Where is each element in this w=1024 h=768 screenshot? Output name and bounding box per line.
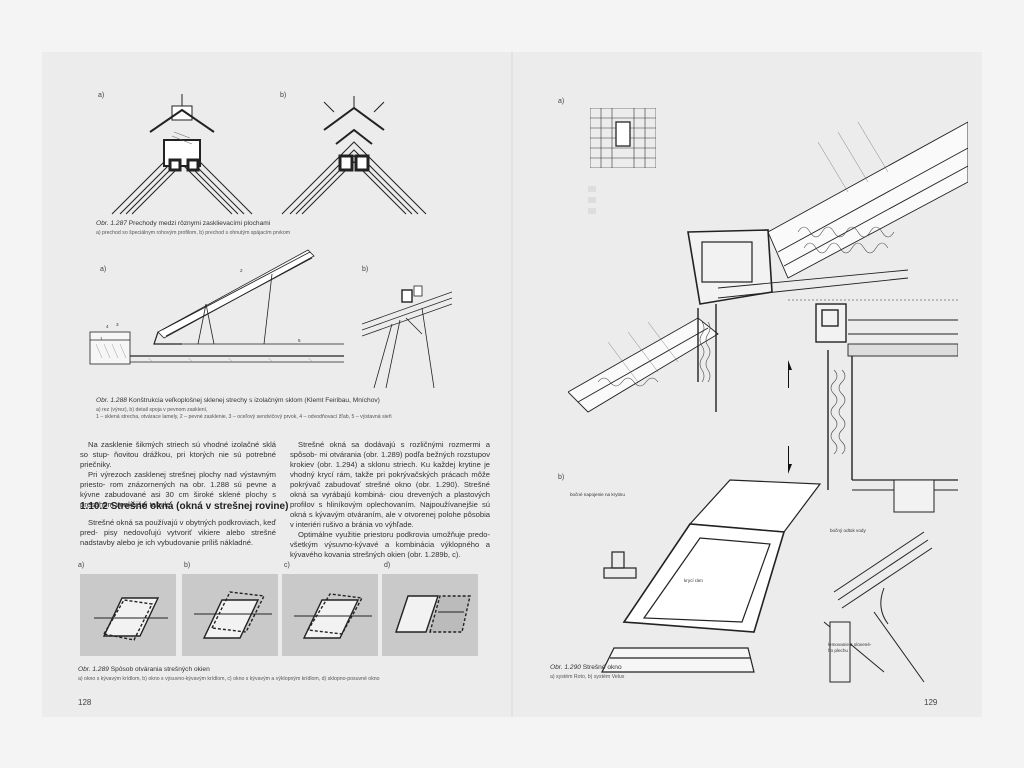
page-number-left: 128 bbox=[78, 698, 92, 707]
body-paragraph: Na zasklenie šikmých striech sú vhodné i… bbox=[80, 440, 276, 469]
fig289-label-c: c) bbox=[284, 562, 290, 569]
body-column-1b: Strešné okná sa používajú v obytných pod… bbox=[80, 518, 276, 548]
body-column-2: Strešné okná sa dodávajú s rozličnými ro… bbox=[290, 440, 490, 560]
left-page: a) b) bbox=[42, 52, 512, 717]
fig289-caption: Obr. 1.289 Spôsob otvárania strešných ok… bbox=[78, 666, 210, 673]
fig287-caption-num: Obr. 1.287 bbox=[96, 220, 127, 227]
fig288-caption-sub-1: a) rez (výrez), b) detail spoja v pevnom… bbox=[96, 407, 208, 413]
fig288-callout-3: 3 bbox=[116, 322, 119, 327]
fig288-label-a: a) bbox=[100, 266, 107, 273]
fig290-caption-title: Strešné okno bbox=[582, 664, 622, 671]
fig288-label-b: b) bbox=[362, 266, 369, 273]
fig287-drawing-a bbox=[111, 94, 253, 215]
fig289-label-a: a) bbox=[78, 562, 85, 569]
fig290-annotation-3: bočný odtok vody bbox=[830, 528, 866, 533]
fig289-caption-num: Obr. 1.289 bbox=[78, 666, 109, 673]
fig289-caption-sub: a) okno s kývavým krídlom, b) okno s výs… bbox=[78, 676, 380, 682]
fig288-caption-title: Konštrukcia veľkoplošnej sklenej strechy… bbox=[128, 397, 380, 404]
fig287-drawing-b bbox=[281, 96, 427, 215]
fig290-tile-thumbnail bbox=[590, 108, 656, 168]
fig289-drawing-c bbox=[282, 574, 378, 656]
fig287-label-a: a) bbox=[98, 92, 105, 99]
fig290-caption: Obr. 1.290 Strešné okno bbox=[550, 664, 622, 671]
fig288-caption-sub-2: 1 – sklená strecha, otvárace lamely, 2 –… bbox=[96, 414, 392, 420]
fig288-drawing-b bbox=[362, 285, 452, 388]
legend-swatch bbox=[588, 208, 596, 214]
book-gutter bbox=[511, 52, 513, 717]
fig287-caption: Obr. 1.287 Prechody medzi rôznymi zaskli… bbox=[96, 220, 270, 227]
fig288-callout-5: 5 bbox=[298, 338, 301, 343]
fig290-label-a: a) bbox=[558, 98, 565, 105]
fig288-callout-2: 2 bbox=[240, 268, 243, 273]
fig290-section-drawing-a bbox=[568, 121, 968, 413]
body-paragraph: Pri výrezoch zasklenej strešnej plochy n… bbox=[80, 470, 276, 509]
fig289-drawing-d bbox=[382, 574, 478, 656]
body-column-1: Na zasklenie šikmých striech sú vhodné i… bbox=[80, 440, 276, 510]
fig289-label-b: b) bbox=[184, 562, 191, 569]
fig290-frame-drawing-b bbox=[601, 479, 935, 683]
fig290-label-b: b) bbox=[558, 474, 565, 481]
legend-swatch bbox=[588, 197, 596, 203]
fig288-caption: Obr. 1.288 Konštrukcia veľkoplošnej skle… bbox=[96, 397, 380, 404]
fig288-drawing-a bbox=[89, 249, 344, 365]
fig290-detail-inset bbox=[788, 299, 958, 491]
fig287-label-b: b) bbox=[280, 92, 287, 99]
right-page: a) bbox=[512, 52, 982, 717]
fig288-callout-4: 4 bbox=[106, 324, 109, 329]
fig287-caption-title: Prechody medzi rôznymi zasklievacími plo… bbox=[128, 220, 271, 227]
fig287-caption-sub: a) prechod so špeciálnym rohovým profilo… bbox=[96, 230, 291, 236]
fig290-annotation-1: bočné napojenie na krytinu bbox=[570, 492, 625, 497]
fig289-caption-title: Spôsob otvárania strešných okien bbox=[110, 666, 210, 673]
fig290-annotation-4: lemovanie z olovené­ho plechu bbox=[828, 642, 872, 653]
body-paragraph: Strešné okná sa dodávajú s rozličnými ro… bbox=[290, 440, 490, 529]
fig289-label-d: d) bbox=[384, 562, 391, 569]
page-number-right: 129 bbox=[924, 698, 938, 707]
section-heading: 1.10.2 Strešné okná (okná v strešnej rov… bbox=[80, 501, 289, 512]
fig290-caption-sub: a) systém Roto, b) systém Velux bbox=[550, 674, 625, 680]
fig290-caption-num: Obr. 1.290 bbox=[550, 664, 581, 671]
legend-swatch bbox=[588, 186, 596, 192]
fig289-drawing-a bbox=[80, 574, 176, 656]
fig289-drawing-b bbox=[182, 574, 278, 656]
body-paragraph: Optimálne využitie priestoru podkrovia u… bbox=[290, 530, 490, 559]
body-paragraph: Strešné okná sa používajú v obytných pod… bbox=[80, 518, 276, 547]
fig290-annotation-2: krycí rám bbox=[684, 578, 703, 583]
fig288-caption-num: Obr. 1.288 bbox=[96, 397, 127, 404]
fig288-callout-1: 1 bbox=[100, 336, 103, 341]
